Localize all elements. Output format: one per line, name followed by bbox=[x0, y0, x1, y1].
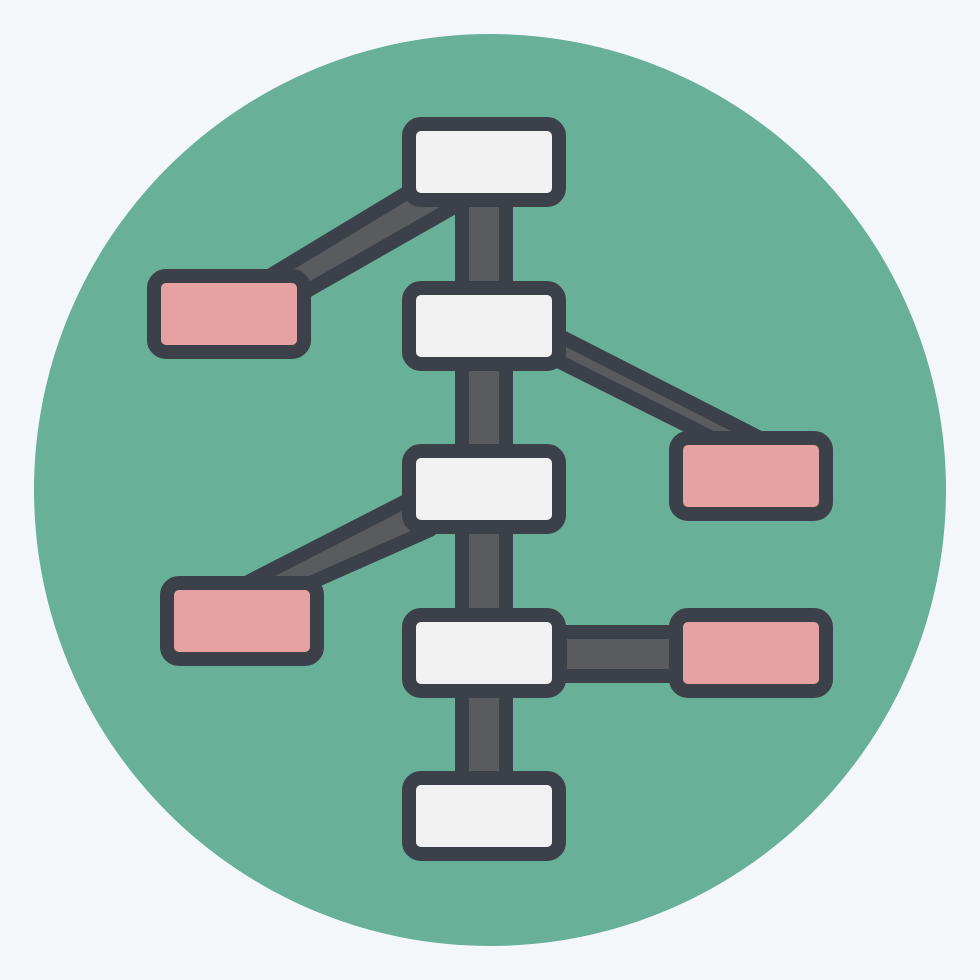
primary-node-4 bbox=[402, 608, 566, 698]
secondary-node-right-lower bbox=[669, 608, 833, 698]
primary-node-1 bbox=[402, 117, 566, 207]
primary-node-2 bbox=[402, 281, 566, 371]
primary-nodes bbox=[402, 117, 566, 861]
secondary-nodes bbox=[147, 269, 833, 698]
trunk-connector-4 bbox=[455, 681, 513, 787]
branch-connector-right-lower bbox=[553, 625, 683, 683]
primary-node-3 bbox=[402, 444, 566, 534]
secondary-node-top-left bbox=[147, 269, 311, 359]
trunk-connector-3 bbox=[455, 518, 513, 624]
trunk-connector-1 bbox=[455, 191, 513, 297]
primary-node-5 bbox=[402, 771, 566, 861]
secondary-node-left-lower bbox=[160, 576, 324, 666]
secondary-node-right-upper bbox=[669, 431, 833, 521]
trunk-connector-2 bbox=[455, 355, 513, 461]
